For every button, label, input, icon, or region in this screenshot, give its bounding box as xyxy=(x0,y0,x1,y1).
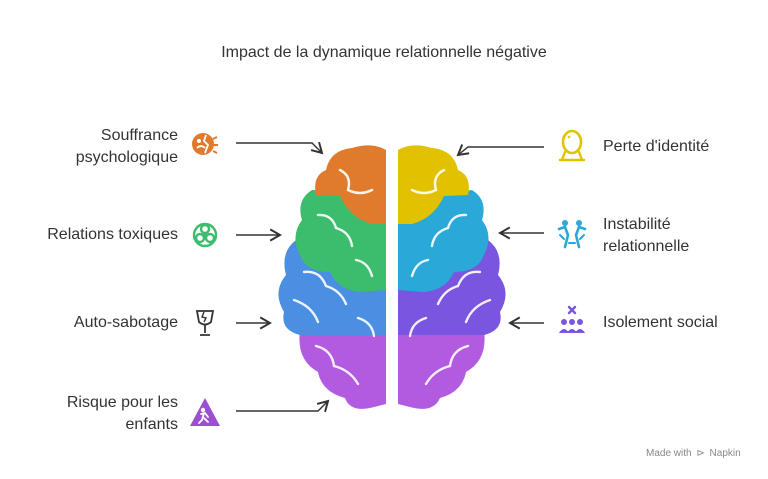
footer-brand: Napkin xyxy=(709,448,741,459)
label-instabilite-line2: relationnelle xyxy=(603,238,690,255)
brain-right-hemisphere xyxy=(398,145,506,409)
footer-attribution: Made with ⊳ Napkin xyxy=(646,448,741,459)
label-isolement-social: Isolement social xyxy=(603,312,753,334)
label-auto-sabotage: Auto-sabotage xyxy=(40,312,178,334)
label-perte-identite: Perte d'identité xyxy=(603,136,753,158)
label-souffrance: Souffrance psychologique xyxy=(40,125,178,169)
label-isolement-line1: Isolement social xyxy=(603,314,718,331)
warning-child-icon xyxy=(190,398,220,426)
connector-arrows xyxy=(236,141,544,413)
arrow-souffrance xyxy=(236,141,324,155)
biohazard-icon xyxy=(192,222,218,248)
label-perte-line1: Perte d'identité xyxy=(603,138,710,155)
unstable-figures-icon xyxy=(557,220,587,249)
label-instabilite-line1: Instabilité xyxy=(603,216,671,233)
brain-region-yellow xyxy=(398,145,469,224)
mirror-icon xyxy=(558,129,586,162)
brain-left-hemisphere xyxy=(278,145,386,409)
label-risque-line1: Risque pour les xyxy=(66,394,178,411)
napkin-logo-icon: ⊳ xyxy=(696,448,705,459)
label-souffrance-line2: psychologique xyxy=(75,149,178,166)
diagram-title: Impact de la dynamique relationnelle nég… xyxy=(221,44,547,61)
label-souffrance-line1: Souffrance xyxy=(100,127,178,144)
label-relations-line1: Relations toxiques xyxy=(47,226,178,243)
arrow-perte xyxy=(456,144,544,157)
footer-made-with: Made with xyxy=(646,448,692,459)
broken-glass-icon xyxy=(195,310,215,336)
isolated-group-icon xyxy=(559,305,585,333)
label-risque-line2: enfants xyxy=(125,416,178,433)
broken-mask-icon xyxy=(192,133,218,155)
label-risque-enfants: Risque pour les enfants xyxy=(30,392,178,436)
label-auto-sabotage-line1: Auto-sabotage xyxy=(73,314,178,331)
brain-region-orange xyxy=(315,145,386,224)
arrow-risque xyxy=(236,399,330,413)
label-relations-toxiques: Relations toxiques xyxy=(10,224,178,246)
label-instabilite: Instabilité relationnelle xyxy=(603,214,753,258)
